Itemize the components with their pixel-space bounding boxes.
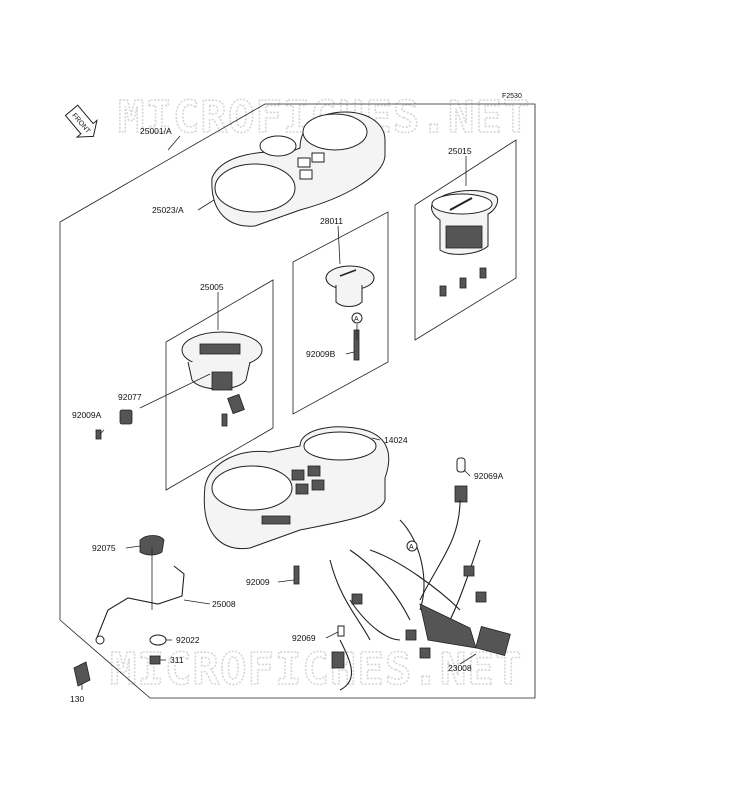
- label-bulb-socket: 92069: [292, 633, 316, 643]
- screw-a-part: [95, 429, 102, 440]
- indicator-lamp-part: A: [325, 265, 375, 361]
- label-bracket: 25008: [212, 599, 236, 609]
- figure-code: F2530: [502, 93, 522, 100]
- tachometer-part: [431, 190, 499, 297]
- label-meter-assy: 25001/A: [140, 126, 172, 136]
- label-bolt: 130: [70, 694, 84, 704]
- washer-part: [149, 634, 167, 646]
- meter-case-part: [203, 426, 390, 550]
- meter-cover-part: [211, 111, 386, 227]
- label-meter-cover: 25023/A: [152, 205, 184, 215]
- circle-mark-1: A: [354, 316, 359, 323]
- label-speedometer: 25005: [200, 282, 224, 292]
- label-screw-b: 92009B: [306, 349, 336, 359]
- watermark-bottom: MICROFICHES.NET: [110, 644, 522, 695]
- harness-part: A: [329, 499, 511, 691]
- label-screw-a: 92009A: [72, 410, 102, 420]
- label-washer: 92022: [176, 635, 200, 645]
- assembly-outline: [59, 103, 536, 699]
- label-tachometer: 25015: [448, 146, 472, 156]
- label-harness: 23008: [448, 663, 472, 673]
- nut-part: [149, 655, 161, 665]
- speedometer-part: [181, 331, 263, 427]
- bracket-part: [95, 565, 185, 641]
- label-meter-case: 14024: [384, 435, 408, 445]
- label-socket-a: 92069A: [474, 471, 504, 481]
- tachometer-box: [414, 139, 517, 341]
- speedometer-box: [165, 279, 274, 491]
- circle-mark-2: A: [409, 544, 414, 551]
- label-screw: 92009: [246, 577, 270, 587]
- screw-part: [293, 565, 300, 585]
- label-indicator-lamp: 28011: [320, 216, 343, 226]
- socket-a-part: [454, 457, 468, 503]
- indicator-lamp-box: [292, 211, 389, 415]
- label-knob: 92077: [118, 392, 142, 402]
- knob-part: [119, 409, 133, 425]
- label-nut: 311: [170, 655, 184, 665]
- label-grommet: 92075: [92, 543, 116, 553]
- bolt-part: [73, 661, 91, 687]
- front-arrow-icon: FRONT: [64, 104, 98, 138]
- grommet-part: [139, 535, 165, 556]
- leader-lines: [81, 135, 477, 690]
